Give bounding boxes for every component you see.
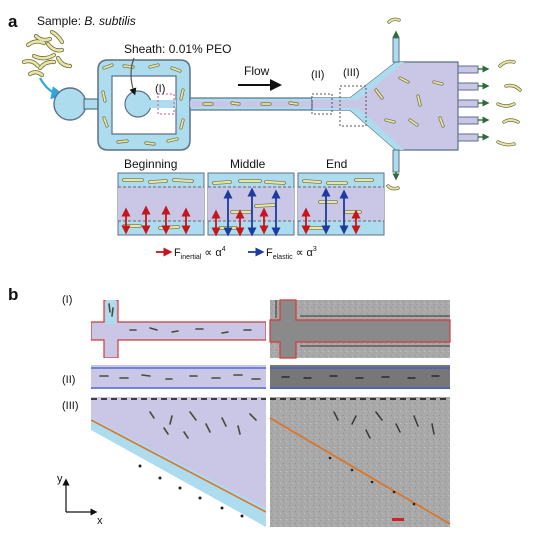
axis-x-label: x (97, 515, 103, 527)
sheath-pointer (129, 57, 137, 96)
row-II-micrograph (270, 365, 450, 389)
inset-title-middle: Middle (230, 157, 266, 171)
row-I-schematic (91, 300, 266, 358)
region-III-box (339, 85, 367, 127)
row-III-schematic (91, 397, 266, 527)
sample-prefix: Sample: (37, 14, 84, 28)
panel-b: b (I) (II) (III) (8, 285, 451, 527)
region-III-label: (III) (343, 67, 360, 79)
row-I-micrograph (269, 299, 451, 359)
sample-species: B. subtilis (84, 14, 135, 28)
scale-bar (392, 518, 404, 521)
region-II-label: (II) (311, 69, 324, 81)
panel-a-letter: a (8, 12, 18, 31)
region-I-box (157, 93, 175, 115)
inset-middle: Middle (207, 157, 295, 236)
microfluidic-device (53, 17, 522, 191)
legend-inertial: Finertial ∝ α4 (174, 246, 226, 261)
legend-elastic: Felastic ∝ α3 (266, 246, 317, 261)
sample-inlet-port (53, 87, 87, 121)
row-label-II: (II) (62, 374, 75, 386)
row-label-III: (III) (62, 400, 79, 412)
region-II-box (311, 93, 333, 115)
sample-inlet-arrow (39, 77, 65, 100)
coordinate-axes: y x (57, 473, 103, 527)
row-III-micrograph (269, 397, 451, 527)
inset-title-end: End (326, 157, 347, 171)
elastic-force-arrows (223, 187, 349, 237)
sheath-inlet-port (124, 90, 152, 118)
flow-label: Flow (244, 64, 270, 78)
sheath-label: Sheath: 0.01% PEO (124, 42, 231, 56)
panel-a: a Sample: B. subtilis (8, 12, 522, 261)
sample-bacteria (21, 29, 73, 78)
inset-title-beginning: Beginning (124, 157, 177, 171)
inset-end: End (297, 157, 385, 236)
panel-b-letter: b (8, 285, 18, 304)
axis-y-label: y (57, 473, 63, 485)
force-legend: Finertial ∝ α4 Felastic ∝ α3 (156, 246, 317, 261)
row-label-I: (I) (62, 294, 72, 306)
inset-beginning: Beginning (117, 157, 205, 236)
sample-label: Sample: B. subtilis (37, 14, 136, 28)
region-I-label: (I) (155, 83, 165, 95)
row-II-schematic (91, 365, 266, 389)
inertial-force-arrows (121, 205, 361, 237)
